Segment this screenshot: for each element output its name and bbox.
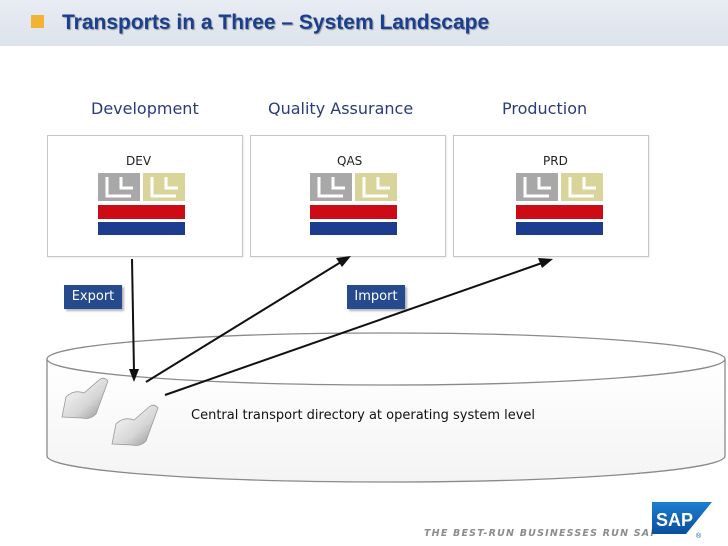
sap-system-icon-qas bbox=[310, 173, 397, 235]
transport-file-icon bbox=[61, 377, 109, 419]
slide-title: Transports in a Three – System Landscape bbox=[62, 11, 490, 34]
export-arrow bbox=[129, 258, 139, 382]
title-bar: Transports in a Three – System Landscape bbox=[0, 0, 728, 46]
transport-directory-label: Central transport directory at operating… bbox=[191, 408, 536, 423]
system-label-dev: DEV bbox=[126, 154, 152, 168]
import-arrow-qas bbox=[145, 256, 351, 383]
registered-symbol: ® bbox=[696, 532, 702, 540]
sap-logo: SAP ® bbox=[652, 500, 714, 540]
transport-file-icon bbox=[111, 404, 159, 446]
sap-system-icon-dev bbox=[98, 173, 185, 235]
heading-development: Development bbox=[91, 99, 199, 118]
sap-logo-icon: SAP ® bbox=[652, 502, 712, 540]
import-label: Import bbox=[347, 285, 405, 309]
system-label-prd: PRD bbox=[543, 154, 568, 168]
export-label: Export bbox=[64, 285, 122, 309]
heading-production: Production bbox=[502, 99, 588, 118]
sap-logo-text: SAP bbox=[656, 510, 693, 530]
import-arrow-prd bbox=[164, 258, 553, 396]
heading-quality-assurance: Quality Assurance bbox=[268, 99, 414, 118]
footer-tagline-text: THE BEST-RUN BUSINESSES RUN SAP bbox=[424, 528, 659, 540]
title-bullet-icon bbox=[31, 15, 44, 28]
system-label-qas: QAS bbox=[337, 154, 363, 168]
transport-directory-cylinder bbox=[46, 332, 726, 483]
footer-tagline: THE BEST-RUN BUSINESSES RUN SAP™ bbox=[424, 527, 666, 539]
sap-system-icon-prd bbox=[516, 173, 603, 235]
